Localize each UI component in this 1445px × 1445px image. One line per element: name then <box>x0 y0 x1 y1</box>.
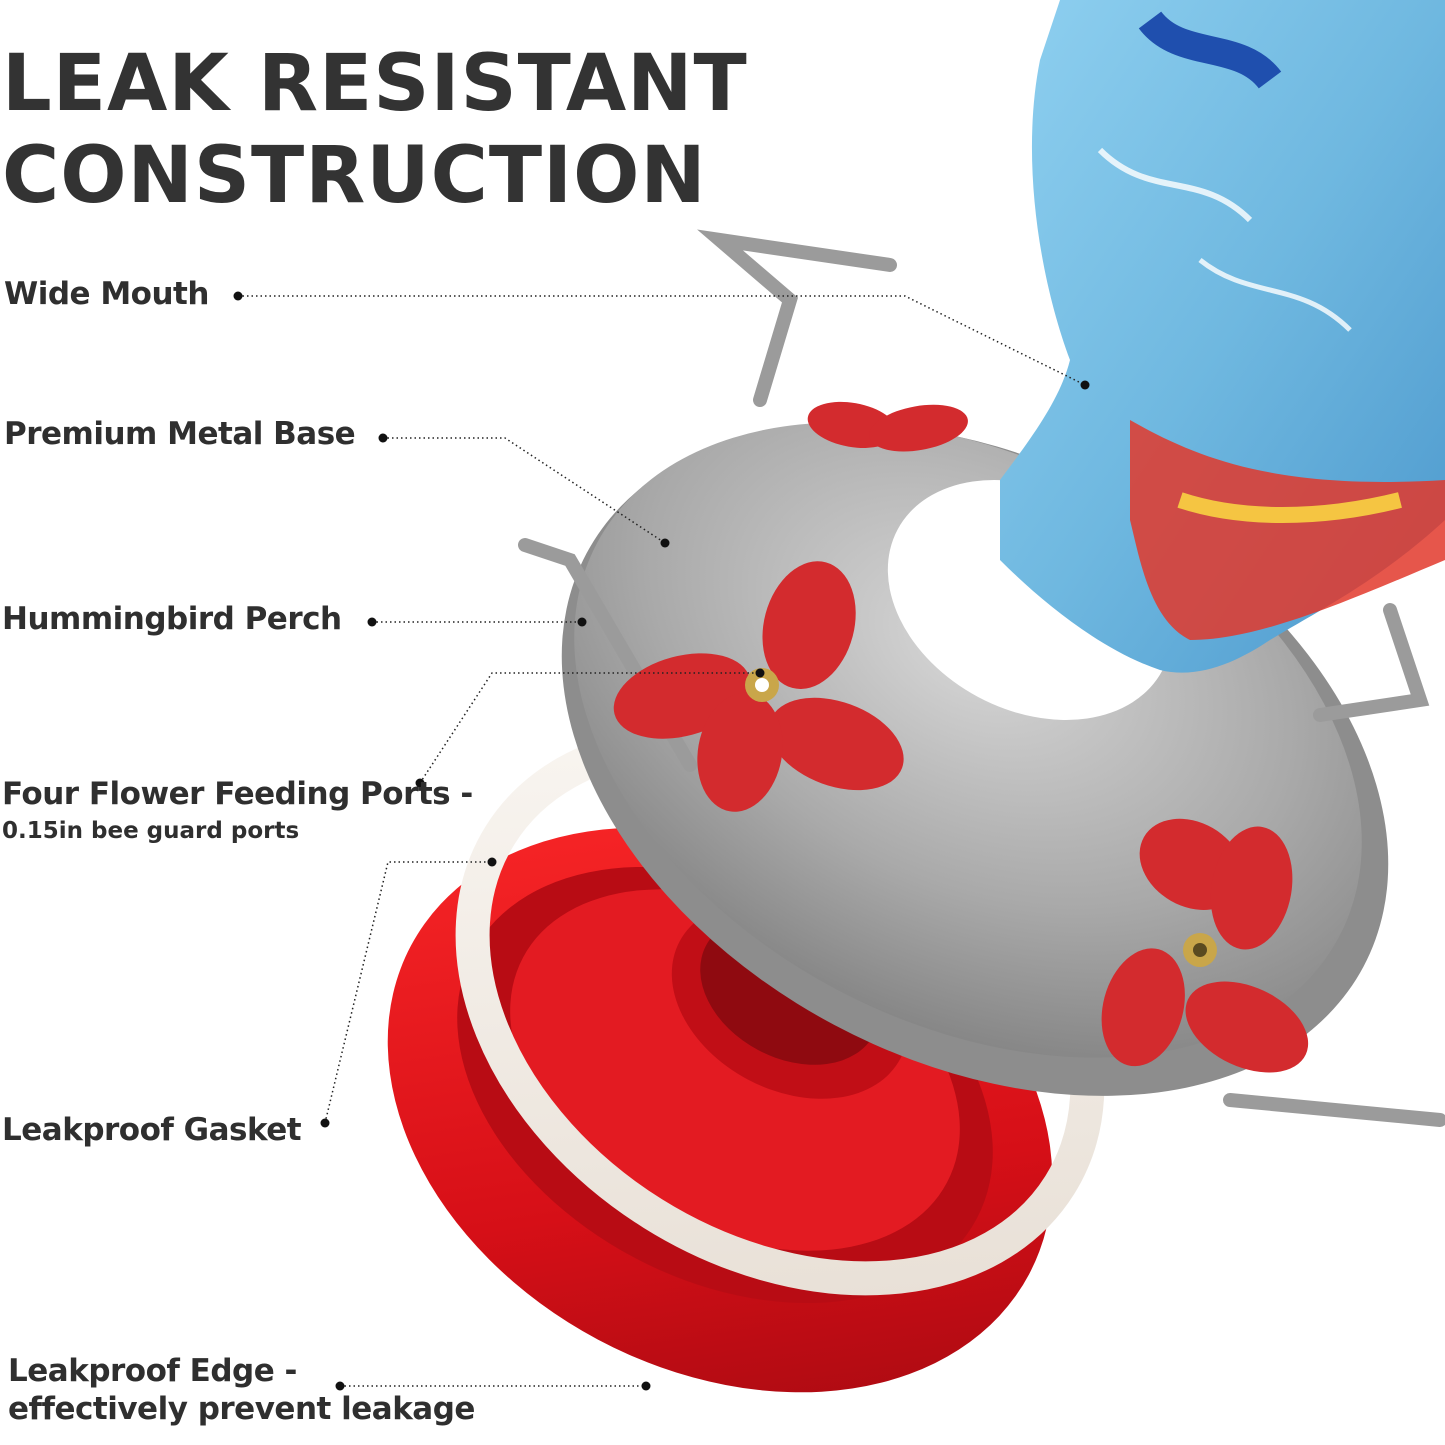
title-line-2: CONSTRUCTION <box>2 131 707 221</box>
callout-edge-sub: effectively prevent leakage <box>8 1391 475 1427</box>
title-line-1: LEAK RESISTANT <box>2 39 748 129</box>
callout-edge: Leakproof Edge - <box>8 1353 297 1389</box>
callout-wide-mouth: Wide Mouth <box>4 276 209 312</box>
flower-port-2 <box>1101 818 1309 1073</box>
callout-ports-sub: 0.15in bee guard ports <box>2 818 300 844</box>
flower-port-3 <box>807 401 968 452</box>
flower-port-1 <box>613 561 904 812</box>
callout-gasket: Leakproof Gasket <box>2 1112 302 1148</box>
callout-perch: Hummingbird Perch <box>2 601 342 637</box>
callout-dots <box>233 291 1090 1391</box>
glass-bottle <box>1000 0 1445 673</box>
callout-ports: Four Flower Feeding Ports - <box>2 776 473 812</box>
page-title: LEAK RESISTANT CONSTRUCTION <box>2 38 748 222</box>
callout-leaders <box>238 295 1086 1387</box>
callout-metal-base: Premium Metal Base <box>4 416 356 452</box>
